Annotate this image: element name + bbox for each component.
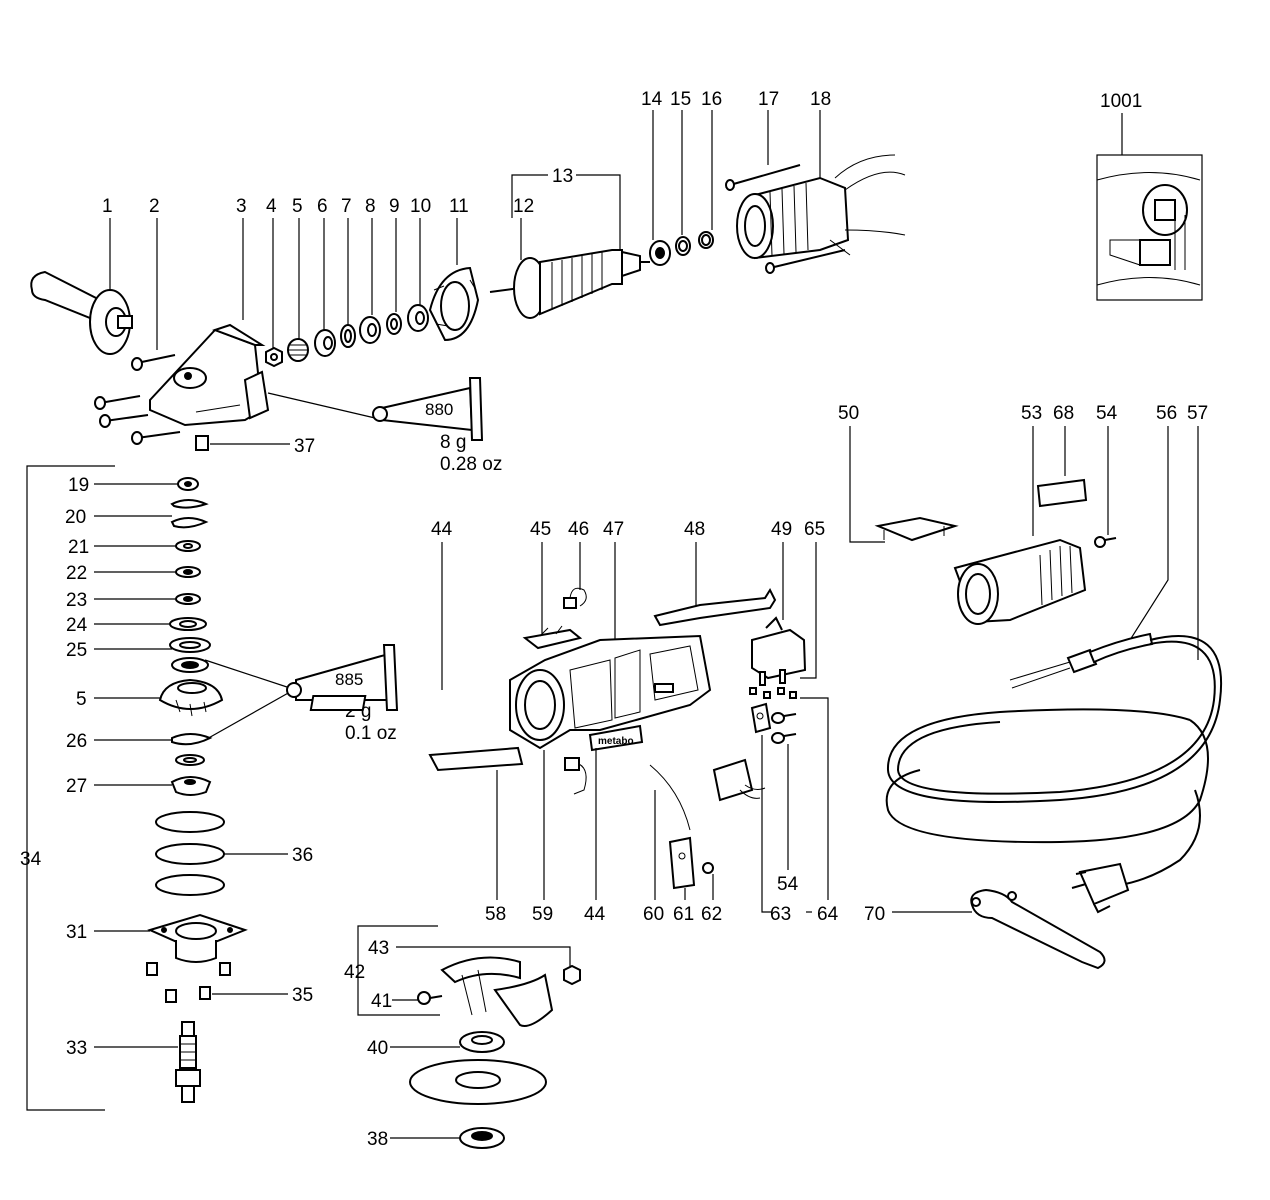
left-column-leaders — [94, 483, 288, 1048]
label-2: 2 — [149, 196, 160, 217]
bearings-washers-6-10 — [314, 304, 429, 357]
label-36: 36 — [292, 845, 313, 866]
label-49: 49 — [771, 519, 792, 540]
label-54-right: 54 — [1096, 403, 1118, 424]
label-48: 48 — [684, 519, 705, 540]
label-42: 42 — [344, 962, 365, 983]
label-65: 65 — [804, 519, 825, 540]
label-24: 24 — [66, 615, 88, 636]
label-43: 43 — [368, 938, 389, 959]
part-37: 37 — [195, 435, 315, 457]
tube-880-oz: 0.28 oz — [440, 454, 502, 475]
label-3: 3 — [236, 196, 247, 217]
brand-plate: metabo — [598, 736, 634, 747]
middle-bottom-leaders — [496, 697, 972, 913]
nut-4 — [265, 346, 283, 368]
label-26: 26 — [66, 731, 87, 752]
label-68: 68 — [1053, 403, 1074, 424]
label-7: 7 — [341, 196, 352, 217]
grease-tube-885: 885 2 g 0.1 oz — [204, 644, 399, 744]
long-screws-17 — [725, 164, 846, 274]
label-57: 57 — [1187, 403, 1208, 424]
label-5: 5 — [292, 196, 303, 217]
label-60: 60 — [643, 904, 664, 925]
screws-2 — [94, 354, 181, 445]
label-50: 50 — [838, 403, 859, 424]
label-63: 63 — [770, 904, 791, 925]
label-54-lower: 54 — [777, 874, 799, 895]
label-62: 62 — [701, 904, 722, 925]
label-17: 17 — [758, 89, 779, 110]
label-18: 18 — [810, 89, 831, 110]
left-column-labels: 19 20 21 22 23 24 25 5 26 27 36 31 35 33 — [65, 475, 313, 1059]
label-8: 8 — [365, 196, 376, 217]
pinion-5 — [287, 338, 309, 362]
gear-housing — [149, 323, 270, 427]
label-22: 22 — [66, 563, 87, 584]
bearing-rings-14-16 — [649, 231, 714, 266]
label-64: 64 — [817, 904, 839, 925]
label-31: 31 — [66, 922, 87, 943]
right-group: 50 53 68 54 56 57 — [838, 403, 1223, 970]
side-handle — [30, 270, 133, 355]
label-61: 61 — [673, 904, 694, 925]
middle-top-labels: 44 45 46 47 48 49 65 — [431, 519, 825, 540]
label-25: 25 — [66, 640, 87, 661]
label-11: 11 — [449, 196, 469, 217]
label-58: 58 — [485, 904, 506, 925]
inset-1001: 1001 — [1096, 91, 1203, 301]
tube-885-oz: 0.1 oz — [345, 723, 397, 744]
label-21: 21 — [68, 537, 89, 558]
label-38: 38 — [367, 1129, 388, 1150]
tube-880-mass: 8 g — [440, 432, 466, 453]
tube-880-code: 880 — [425, 400, 453, 419]
label-33: 33 — [66, 1038, 87, 1059]
label-12: 12 — [513, 196, 534, 217]
tube-885-code: 885 — [335, 670, 363, 689]
middle-top-leaders — [441, 542, 817, 690]
label-45: 45 — [530, 519, 551, 540]
label-10: 10 — [410, 196, 431, 217]
label-1: 1 — [102, 196, 113, 217]
label-23: 23 — [66, 590, 87, 611]
label-44-top: 44 — [431, 519, 453, 540]
label-34: 34 — [20, 849, 42, 870]
label-46: 46 — [568, 519, 589, 540]
label-1001: 1001 — [1100, 91, 1142, 112]
middle-housing-parts: metabo — [309, 587, 807, 890]
middle-bottom-labels: 58 59 44 60 61 62 63 64 54 70 — [485, 874, 885, 925]
label-6: 6 — [317, 196, 328, 217]
label-35: 35 — [292, 985, 313, 1006]
armature-12-13 — [489, 249, 650, 319]
label-19: 19 — [68, 475, 89, 496]
left-column-parts — [146, 477, 248, 1103]
label-13: 13 — [552, 166, 573, 187]
field-stator-18 — [736, 154, 906, 260]
label-37: 37 — [294, 436, 315, 457]
grease-tube-880: 880 8 g 0.28 oz — [267, 377, 502, 475]
label-15: 15 — [670, 89, 691, 110]
label-20: 20 — [65, 507, 86, 528]
left-column-bracket-34: 34 — [20, 465, 115, 1111]
label-14: 14 — [641, 89, 663, 110]
label-47: 47 — [603, 519, 624, 540]
label-70: 70 — [864, 904, 885, 925]
label-41: 41 — [371, 991, 392, 1012]
top-row-labels: 1 2 3 4 5 6 7 8 9 10 11 12 13 14 15 16 1… — [102, 89, 831, 217]
label-44-bottom: 44 — [584, 904, 606, 925]
guard-group: 42 43 41 40 38 — [344, 925, 581, 1150]
label-9: 9 — [389, 196, 400, 217]
label-27: 27 — [66, 776, 87, 797]
top-row-leaders — [109, 110, 821, 350]
label-40: 40 — [367, 1038, 388, 1059]
label-16: 16 — [701, 89, 722, 110]
label-59: 59 — [532, 904, 553, 925]
fan-baffle-11 — [428, 266, 480, 342]
label-56: 56 — [1156, 403, 1177, 424]
label-4: 4 — [266, 196, 277, 217]
label-53: 53 — [1021, 403, 1042, 424]
label-5-left: 5 — [76, 689, 87, 710]
